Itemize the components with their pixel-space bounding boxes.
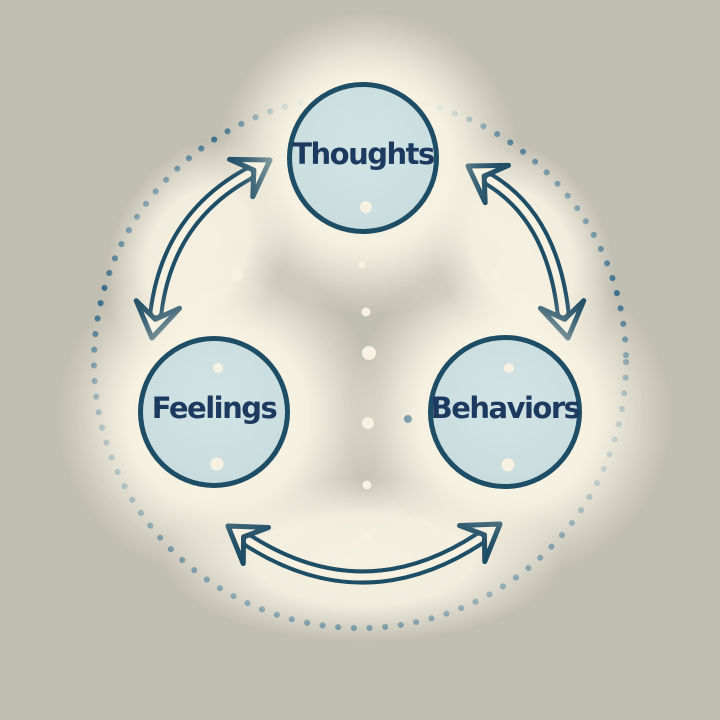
decorative-dots	[231, 261, 501, 543]
arrowhead-to-feelings	[225, 523, 271, 567]
node-feelings-label: Feelings	[151, 391, 278, 425]
arrowhead-to-thoughts	[465, 162, 511, 206]
node-thoughts: Thoughts	[287, 82, 439, 234]
arrow-thoughts-feelings	[133, 156, 273, 341]
arrow-thoughts-behaviors	[465, 162, 587, 341]
glow-patches	[57, 11, 672, 642]
node-behaviors: Behaviors	[428, 335, 582, 489]
arrowhead-to-thoughts	[227, 156, 273, 200]
node-thoughts-label: Thoughts	[292, 137, 435, 171]
node-feelings: Feelings	[138, 336, 290, 488]
stray-blue-dot	[404, 415, 412, 423]
node-behaviors-label: Behaviors	[430, 391, 581, 425]
arrowhead-to-behaviors	[537, 298, 587, 341]
arrowhead-to-behaviors	[457, 521, 503, 565]
arrow-feelings-behaviors	[225, 521, 503, 585]
arrowhead-to-feelings	[133, 298, 183, 341]
